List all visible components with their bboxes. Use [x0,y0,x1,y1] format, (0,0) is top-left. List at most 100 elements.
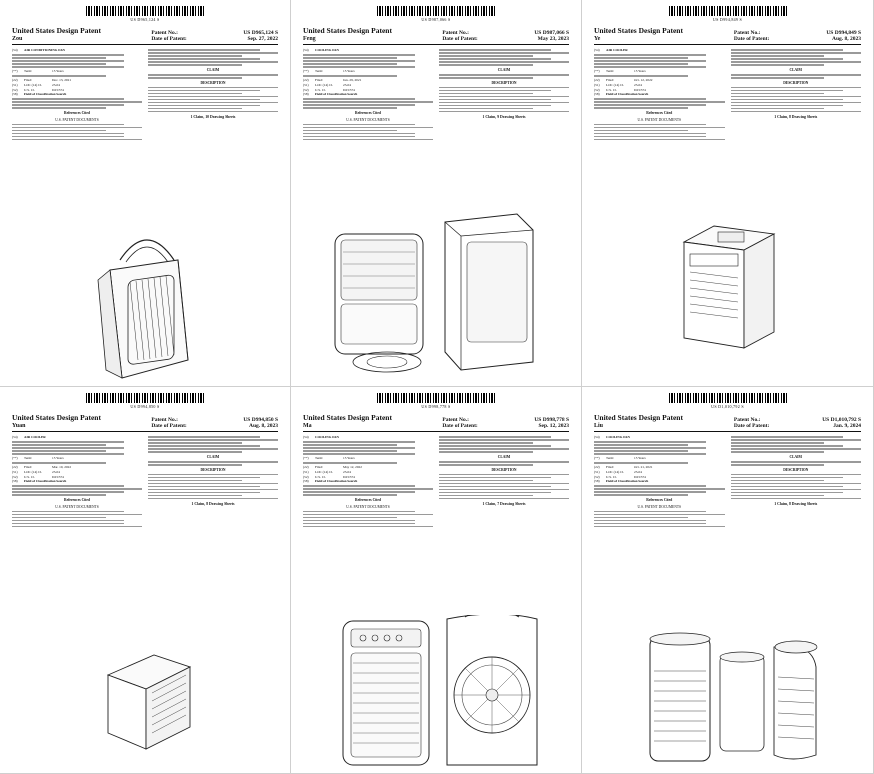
patent-number: US D965,124 S [243,30,278,36]
claims-summary: 1 Claim, 8 Drawing Sheets [774,502,818,507]
design-drawing [106,654,192,750]
text-line [439,76,533,79]
text-line [303,104,415,106]
patent-page-2[interactable]: US D987,066 S United States Design Paten… [291,0,582,387]
text-line [594,60,707,62]
text-line [594,462,688,464]
text-line [12,494,106,496]
uscl-value: D23/374 [634,474,646,479]
us-docs-heading: U.S. PATENT DOCUMENTS [637,504,682,509]
text-line [12,129,106,132]
text-line [594,126,725,129]
text-line [594,138,725,141]
patent-header: United States Design Patent [594,26,683,35]
patent-header: United States Design Patent [12,413,101,422]
text-line [730,497,861,500]
text-line [730,476,843,479]
patent-page-3[interactable]: US D994,849 S United States Design Paten… [582,0,874,387]
text-line [303,488,433,490]
text-line [594,441,707,443]
text-line [730,445,843,447]
claims-summary: 1 Claim, 8 Drawing Sheets [774,115,818,120]
patent-page-6[interactable]: US D1,010,792 S United States Design Pat… [582,387,874,774]
term-value: 15 Years [634,456,646,461]
text-line [439,473,569,476]
patent-page-1[interactable]: US D965,124 S United States Design Paten… [0,0,291,387]
text-line [148,98,260,101]
design-drawing [342,615,538,766]
text-line [594,519,707,522]
term-value: 15 Years [343,69,355,74]
text-line [12,135,124,138]
design-title: COOLING FAN [315,48,339,52]
design-title: COOLING FAN [606,435,630,439]
text-line [439,476,551,479]
text-line [12,525,142,528]
patent-no-label: Patent No.: [151,417,178,423]
claims-summary: 1 Claim, 9 Drawing Sheets [482,115,526,120]
text-line [439,445,551,447]
text-line [439,488,569,491]
text-line [439,98,551,101]
us-docs-heading: U.S. PATENT DOCUMENTS [637,117,682,122]
design-drawing [334,213,534,373]
barcode [668,6,787,16]
uscl-label: U.S. Cl. [24,474,35,479]
references-heading: References Cited [64,110,90,115]
uscl-label: U.S. Cl. [606,474,617,479]
text-line [730,104,843,107]
text-line [439,49,551,51]
header-rule [303,431,569,432]
header-rule [303,44,569,45]
text-line [594,491,707,493]
text-line [439,442,533,444]
loc-value: 23-04 [52,469,60,474]
patent-page-5[interactable]: US D998,778 S United States Design Paten… [291,387,582,774]
text-line [439,52,569,54]
text-line [730,64,825,66]
text-line [439,451,533,453]
patent-number: US D994,850 S [243,417,278,423]
text-line [594,522,707,525]
text-line [148,445,260,447]
text-line [594,66,707,68]
text-line [12,510,124,513]
field-search-label: Field of Classification Search [606,92,649,97]
patent-no-label: Patent No.: [733,417,761,423]
text-line [730,491,843,494]
text-line [303,101,433,103]
field-search-label: Field of Classification Search [24,479,67,484]
patent-number: US D987,066 S [534,30,569,36]
text-line [148,101,278,104]
text-line [730,98,843,101]
patent-page-4[interactable]: US D994,850 S United States Design Paten… [0,387,291,774]
uscl-label: U.S. Cl. [606,87,617,92]
loc-label: LOC (14) Cl. [24,82,43,87]
term-label: Term: [24,69,33,74]
text-line [594,135,707,138]
text-line [303,462,397,464]
text-line [730,451,825,453]
text-line [12,101,142,103]
text-line [594,516,688,519]
text-line [594,444,688,446]
uscl-label: U.S. Cl. [24,87,35,92]
uscl-value: D23/374 [52,474,64,479]
text-line [12,441,124,443]
text-line [439,485,551,488]
text-line [439,92,533,95]
date-label: Date of Patent: [733,423,770,429]
text-line [12,54,124,56]
inventor-name: Ma [303,423,312,429]
text-line [730,463,825,466]
design-drawing [682,225,776,349]
loc-label: LOC (14) Cl. [606,469,625,474]
barcode-number: US D994,849 S [712,17,743,22]
text-line [594,485,707,487]
text-line [148,107,242,110]
patent-header: United States Design Patent [303,413,392,422]
design-drawing [97,239,189,379]
text-line [148,58,260,60]
text-line [594,494,688,496]
text-line [148,473,278,476]
